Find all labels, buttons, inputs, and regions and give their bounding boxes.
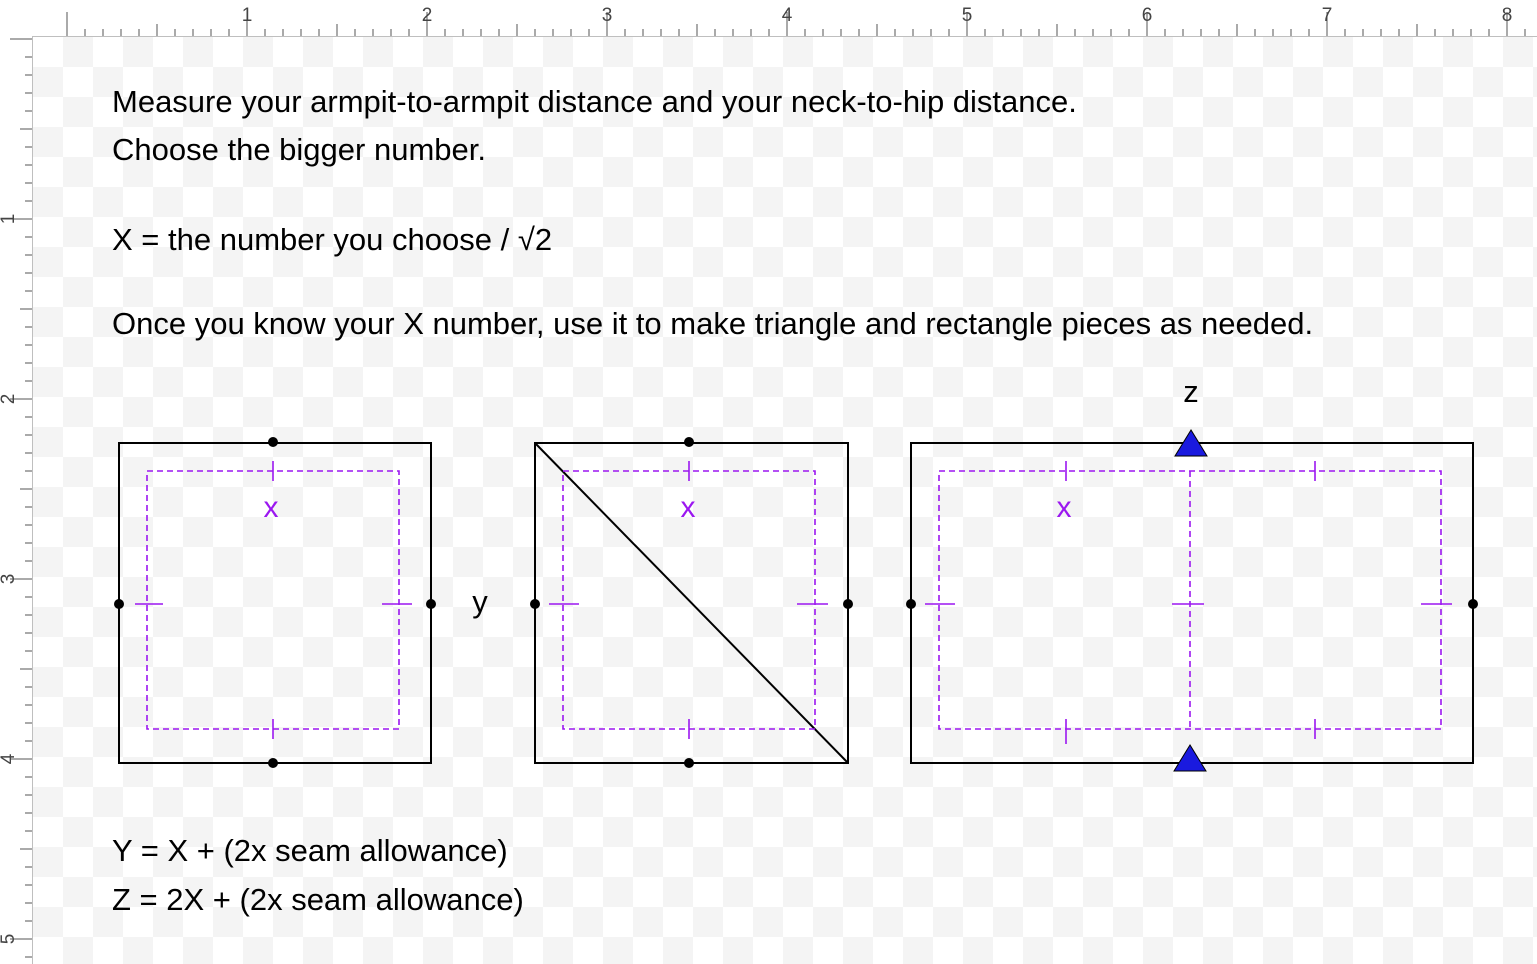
design-canvas[interactable]: [33, 37, 1537, 964]
left-ruler-number: 3: [0, 574, 19, 585]
left-ruler[interactable]: 1 2 3 4 5: [0, 36, 33, 964]
rectangle-outline: [910, 442, 1474, 764]
top-ruler-number: 6: [1142, 5, 1153, 26]
triangle-handle-top[interactable]: [684, 437, 694, 447]
rectangle-handle-left[interactable]: [906, 599, 916, 609]
left-ruler-scale: 1 2 3 4 5: [0, 38, 32, 958]
z-dimension-label: z: [1183, 374, 1199, 409]
left-ruler-number: 4: [0, 753, 19, 764]
instruction-choose: Choose the bigger number.: [112, 132, 486, 167]
square-x-label: x: [264, 491, 279, 524]
left-ruler-number: 1: [0, 214, 19, 225]
ruler-corner: [0, 0, 32, 36]
top-ruler-number: 5: [962, 5, 973, 26]
top-ruler-number: 1: [242, 5, 253, 26]
top-ruler-scale: 1 2 3 4 5 6 7 8: [66, 5, 1526, 36]
formula-y: Y = X + (2x seam allowance): [112, 833, 508, 868]
rectangle-seam-line: [938, 470, 1442, 730]
instruction-x-formula: X = the number you choose / √2: [112, 222, 553, 257]
top-ruler-number: 8: [1502, 5, 1513, 26]
left-ruler-number: 5: [0, 934, 19, 945]
rectangle-piece[interactable]: x: [906, 429, 1478, 772]
fold-marker-top-icon[interactable]: [1174, 429, 1208, 457]
triangle-handle-left[interactable]: [530, 599, 540, 609]
left-ruler-number: 2: [0, 394, 19, 405]
top-ruler-number: 2: [422, 5, 433, 26]
top-ruler[interactable]: 1 2 3 4 5 6 7 8: [32, 0, 1537, 37]
top-ruler-number: 7: [1322, 5, 1333, 26]
square-handle-top[interactable]: [268, 437, 278, 447]
y-dimension-label: y: [472, 584, 488, 619]
top-ruler-number: 4: [782, 5, 793, 26]
square-handle-right[interactable]: [426, 599, 436, 609]
square-handle-left[interactable]: [114, 599, 124, 609]
square-piece[interactable]: x: [114, 437, 436, 768]
triangle-handle-right[interactable]: [843, 599, 853, 609]
formula-z: Z = 2X + (2x seam allowance): [112, 882, 524, 917]
top-ruler-number: 3: [602, 5, 613, 26]
triangle-x-label: x: [681, 491, 696, 524]
triangle-piece[interactable]: x: [530, 437, 853, 768]
instruction-make-pieces: Once you know your X number, use it to m…: [112, 306, 1314, 341]
rectangle-handle-right[interactable]: [1468, 599, 1478, 609]
instruction-measure: Measure your armpit-to-armpit distance a…: [112, 84, 1077, 119]
rectangle-x-label: x: [1057, 491, 1072, 524]
triangle-diagonal: [534, 442, 849, 764]
triangle-handle-bottom[interactable]: [684, 758, 694, 768]
fold-marker-bottom-icon[interactable]: [1173, 744, 1207, 772]
square-handle-bottom[interactable]: [268, 758, 278, 768]
